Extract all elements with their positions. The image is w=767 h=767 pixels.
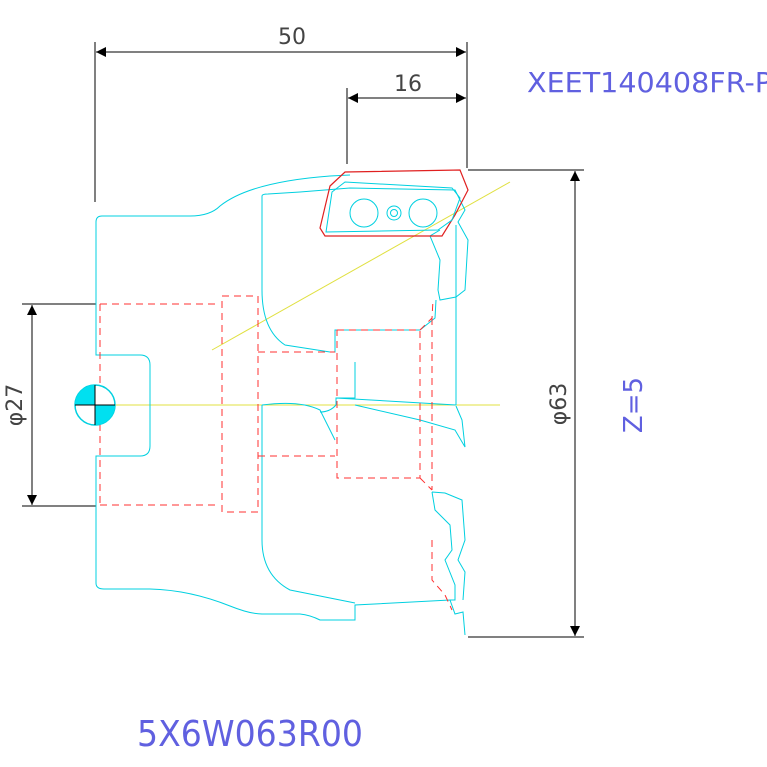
dimension-phi63 xyxy=(468,169,584,638)
insert-screw-outer xyxy=(386,205,402,221)
dimension-text-16: 16 xyxy=(394,72,422,97)
centerlines xyxy=(100,181,511,406)
pocket-hidden-lines xyxy=(419,299,453,611)
upper-pocket-profile xyxy=(261,187,469,301)
keyway-hidden xyxy=(221,295,259,513)
dimension-phi27 xyxy=(22,303,96,507)
dimension-16 xyxy=(346,88,466,164)
lower-body-profile xyxy=(261,402,356,604)
datum-quadrant-bottom-right xyxy=(95,405,115,425)
hidden-lines xyxy=(99,295,453,611)
lower-pocket-profile xyxy=(431,491,466,601)
dimension-text-50: 50 xyxy=(278,25,306,50)
central-gullet xyxy=(319,225,466,448)
outer-profile xyxy=(95,174,466,636)
screw-hole-hidden xyxy=(336,329,421,479)
insert xyxy=(319,169,469,237)
insert-screw-inner xyxy=(390,209,398,217)
insert-hole-right xyxy=(408,198,438,228)
insert-outline xyxy=(319,169,469,237)
insert-hole-left xyxy=(349,198,379,228)
upper-body-profile xyxy=(261,196,437,353)
dimension-50 xyxy=(94,42,468,202)
teeth-count-label: Z=5 xyxy=(619,377,649,433)
dimension-text-phi63: φ63 xyxy=(547,383,572,426)
dimension-text-phi27: φ27 xyxy=(3,384,28,427)
counterbore-hidden xyxy=(258,351,335,457)
datum-symbol xyxy=(74,384,116,426)
cutter-body-outline xyxy=(95,174,469,636)
insert-axis-line xyxy=(211,181,511,351)
insert-edge-cyan xyxy=(325,181,461,233)
datum-quadrant-top-left xyxy=(75,385,95,405)
part-number-label: 5X6W063R00 xyxy=(137,714,363,755)
insert-code-label: XEET140408FR-P xyxy=(527,66,767,99)
